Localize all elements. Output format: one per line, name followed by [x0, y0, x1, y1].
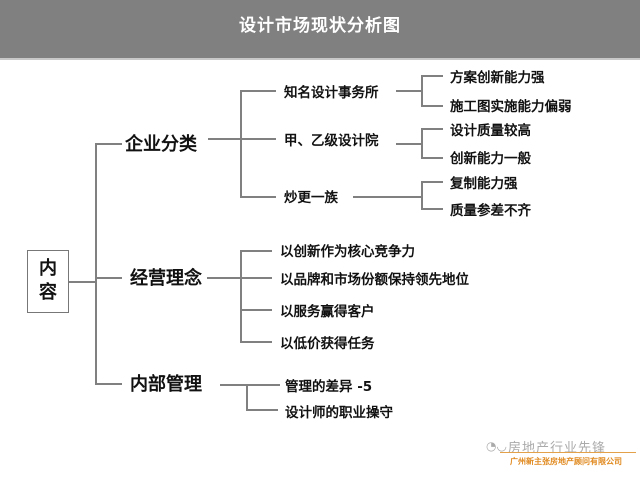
connector [240, 341, 272, 343]
trait-item: 施工图实施能力偏弱 [450, 99, 572, 115]
watermark-company: 广州新主张房地产顾问有限公司 [510, 457, 622, 466]
bracket-line [240, 250, 242, 342]
branch-business-philosophy: 经营理念 [130, 268, 202, 289]
connector [240, 277, 272, 279]
connector [240, 196, 276, 198]
philosophy-item: 以品牌和市场份额保持领先地位 [280, 272, 469, 288]
connector [240, 90, 276, 92]
trait-item: 方案创新能力强 [450, 70, 545, 86]
bracket-line [240, 90, 242, 197]
branch-internal-management: 内部管理 [130, 374, 202, 395]
management-item: 管理的差异 -5 [285, 379, 373, 395]
root-label-line2: 容 [39, 282, 57, 303]
trait-item: 设计质量较高 [450, 123, 531, 139]
header-bar: 设计市场现状分析图 [0, 0, 640, 60]
watermark-title: 房地产行业先锋 [508, 441, 607, 456]
connector [421, 75, 443, 77]
main-trunk-line [95, 143, 97, 383]
connector [396, 143, 422, 145]
watermark-divider [500, 452, 636, 453]
connector [421, 208, 443, 210]
trait-item: 创新能力一般 [450, 151, 531, 167]
bracket-line [246, 384, 248, 411]
connector [421, 128, 443, 130]
connector [69, 281, 96, 283]
branch-enterprise-category: 企业分类 [125, 134, 197, 155]
root-label: 内 容 [28, 257, 68, 305]
root-node: 内 容 [27, 250, 69, 313]
connector [240, 138, 276, 140]
category-freelancers: 炒更一族 [284, 190, 338, 206]
category-famous-firms: 知名设计事务所 [284, 85, 379, 101]
connector [95, 383, 122, 385]
connector [421, 105, 443, 107]
trait-item: 质量参差不齐 [450, 203, 531, 219]
philosophy-item: 以服务赢得客户 [280, 304, 375, 320]
connector [396, 90, 422, 92]
connector [207, 277, 241, 279]
category-grade-ab-institutes: 甲、乙级设计院 [284, 133, 379, 149]
wechat-icon: ◔◡ [486, 439, 507, 453]
connector [208, 138, 241, 140]
page-title: 设计市场现状分析图 [239, 16, 401, 36]
philosophy-item: 以创新作为核心竞争力 [280, 244, 415, 260]
connector [95, 143, 122, 145]
connector [220, 384, 280, 386]
philosophy-item: 以低价获得任务 [280, 336, 375, 352]
connector [240, 309, 272, 311]
bracket-line [421, 128, 423, 159]
bracket-line [421, 181, 423, 210]
connector [95, 277, 122, 279]
connector [246, 409, 278, 411]
connector [240, 250, 272, 252]
bracket-line [421, 75, 423, 107]
connector [421, 157, 443, 159]
root-label-line1: 内 [39, 258, 57, 279]
trait-item: 复制能力强 [450, 176, 518, 192]
connector [421, 181, 443, 183]
connector [353, 196, 422, 198]
management-item: 设计师的职业操守 [285, 405, 393, 421]
